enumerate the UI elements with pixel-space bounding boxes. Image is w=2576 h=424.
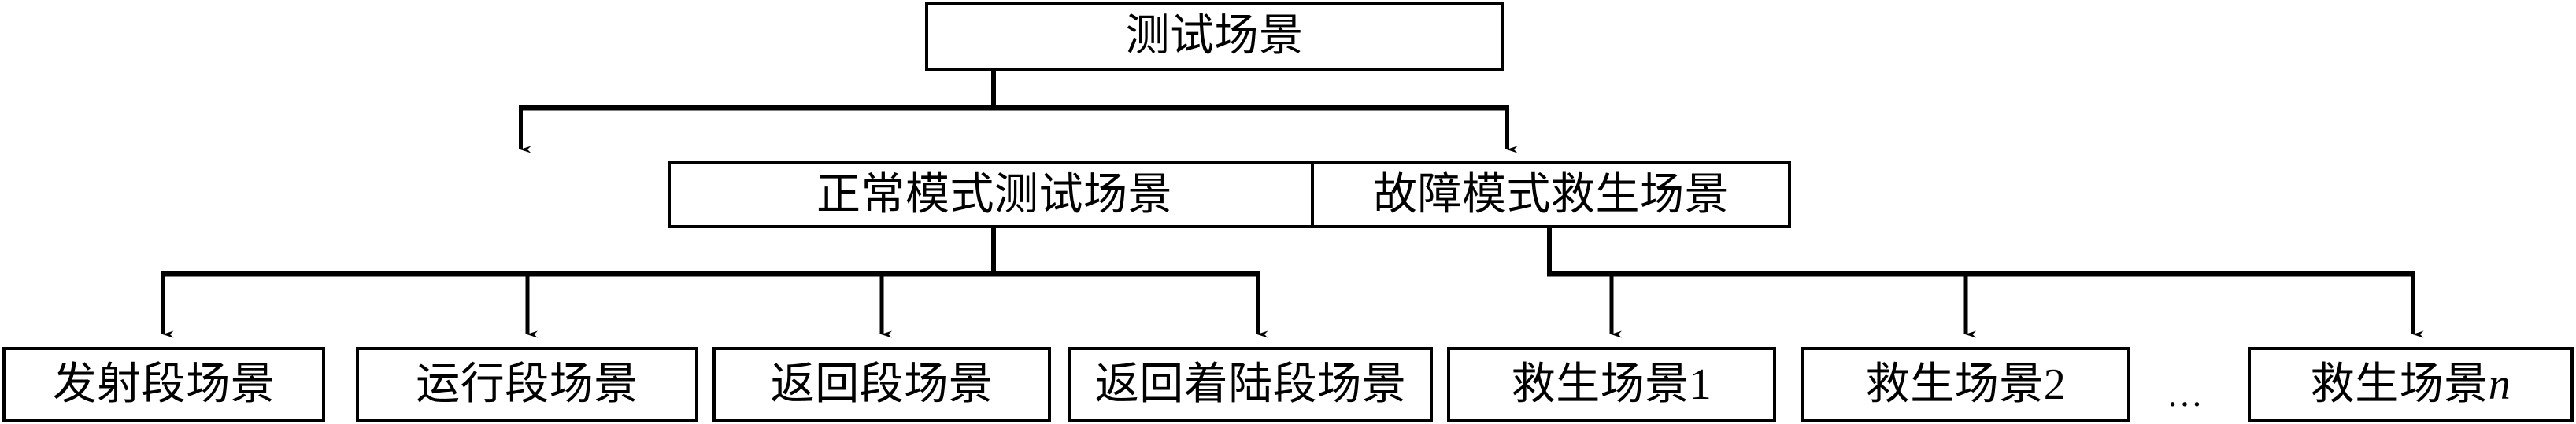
node-root[interactable]: 测试场景	[925, 2, 1504, 71]
node-rescue-scenario-n[interactable]: 救生场景n	[2248, 347, 2574, 422]
node-return-landing-phase-label: 返回着陆段场景	[1094, 360, 1407, 409]
node-rescue-scenario-n-label: 救生场景n	[2311, 363, 2511, 407]
node-return-landing-phase[interactable]: 返回着陆段场景	[1068, 347, 1433, 422]
node-return-phase-label: 返回段场景	[770, 360, 994, 409]
node-rescue-scenario-n-variable: n	[2488, 360, 2511, 409]
node-launch-phase[interactable]: 发射段场景	[2, 347, 325, 422]
edge-root-to-level2	[519, 71, 1518, 153]
node-return-phase[interactable]: 返回段场景	[712, 347, 1051, 422]
edge-fault-to-children	[1547, 228, 2424, 338]
node-root-label: 测试场景	[1125, 12, 1304, 61]
node-normal-mode-label: 正常模式测试场景	[816, 170, 1172, 219]
node-rescue-scenario-n-prefix: 救生场景	[2310, 360, 2489, 409]
node-rescue-scenario-2[interactable]: 救生场景2	[1801, 347, 2130, 422]
node-fault-mode[interactable]: 故障模式救生场景	[1311, 161, 1791, 228]
node-normal-mode[interactable]: 正常模式测试场景	[668, 161, 1321, 228]
node-rescue-scenario-2-label: 救生场景2	[1865, 360, 2067, 409]
node-operation-phase[interactable]: 运行段场景	[356, 347, 698, 422]
node-rescue-scenario-1[interactable]: 救生场景1	[1447, 347, 1776, 422]
ellipsis-separator: …	[2167, 376, 2208, 412]
node-fault-mode-label: 故障模式救生场景	[1373, 170, 1729, 219]
node-rescue-scenario-1-label: 救生场景1	[1511, 360, 1712, 409]
node-operation-phase-label: 运行段场景	[416, 360, 638, 409]
node-launch-phase-label: 发射段场景	[52, 360, 276, 409]
ellipsis-text: …	[2167, 374, 2208, 414]
edge-normal-to-children	[161, 228, 1268, 338]
